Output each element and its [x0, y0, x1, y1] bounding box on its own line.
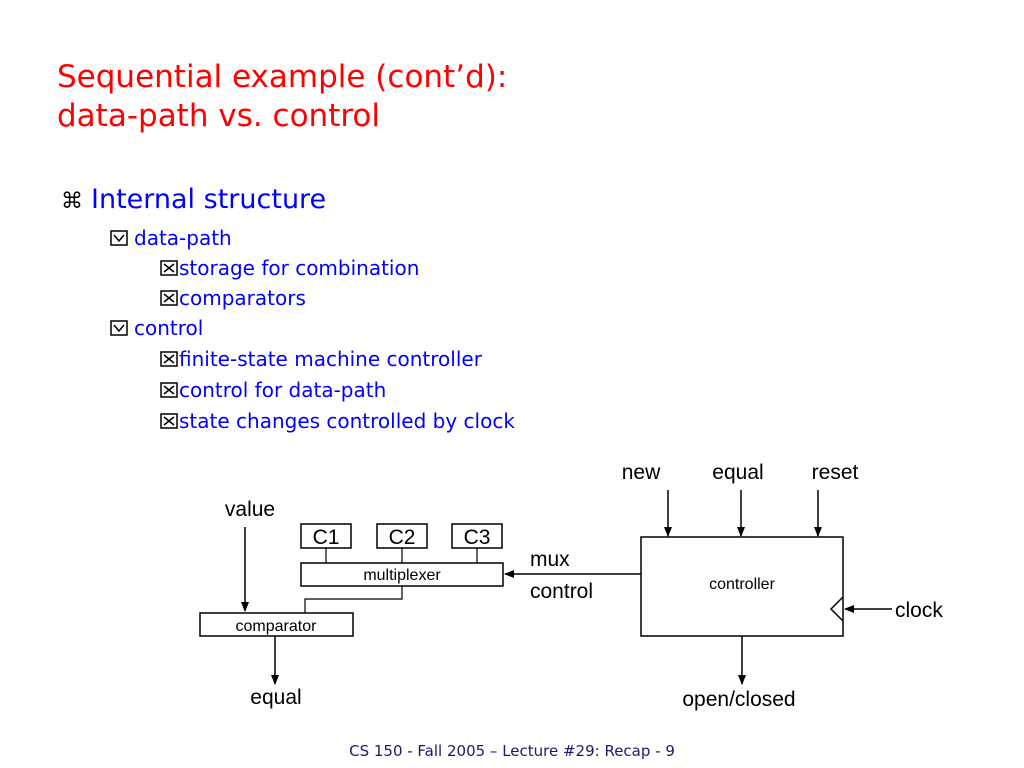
x-box-icon	[160, 413, 178, 429]
open-closed-label: open/closed	[682, 688, 795, 711]
comparator-box	[199, 612, 354, 637]
c2-label: C2	[389, 526, 416, 549]
x-box-icon	[160, 290, 178, 306]
comparator-label: comparator	[236, 618, 318, 635]
controller-label: controller	[709, 576, 775, 593]
chevron-box-icon	[110, 230, 128, 246]
title-line-2: data-path vs. control	[57, 98, 381, 134]
multiplexer-label: multiplexer	[363, 567, 441, 584]
c1-label: C1	[313, 526, 340, 549]
input-label-reset: reset	[812, 461, 859, 484]
bullet-fsm: finite-state machine controller	[160, 347, 482, 371]
bullet-label: control for data-path	[179, 378, 387, 402]
bullet-control: control	[110, 316, 203, 340]
bullet-label: data-path	[134, 226, 232, 250]
bullet-data-path: data-path	[110, 226, 232, 250]
c1-box	[300, 523, 352, 549]
x-box-icon	[160, 382, 178, 398]
equal-out-label: equal	[250, 686, 301, 709]
chevron-box-icon	[110, 320, 128, 336]
clock-label: clock	[895, 599, 943, 622]
c3-label: C3	[464, 526, 491, 549]
mux-to-comparator-line	[304, 586, 403, 613]
bullet-label: comparators	[179, 286, 306, 310]
mux-label: mux	[530, 548, 570, 571]
slide-title: Sequential example (cont’d): data-path v…	[57, 58, 507, 136]
bullet-label: state changes controlled by clock	[179, 409, 515, 433]
input-label-new: new	[622, 461, 661, 484]
control-label: control	[530, 580, 593, 603]
bullet-storage: storage for combination	[160, 256, 419, 280]
command-key-icon: ⌘	[61, 189, 83, 214]
bullet-heading-text: Internal structure	[91, 184, 327, 215]
bullet-control-datapath: control for data-path	[160, 378, 386, 402]
x-box-icon	[160, 351, 178, 367]
c2-box	[376, 523, 428, 549]
bullet-label: storage for combination	[179, 256, 420, 280]
x-box-icon	[160, 260, 178, 276]
bullet-comparators: comparators	[160, 286, 306, 310]
bullet-label: finite-state machine controller	[179, 347, 482, 371]
slide-footer: CS 150 - Fall 2005 – Lecture #29: Recap …	[349, 742, 675, 760]
clock-triangle	[829, 596, 844, 622]
bullet-label: control	[134, 316, 204, 340]
value-label: value	[225, 498, 275, 521]
title-line-1: Sequential example (cont’d):	[57, 59, 508, 95]
input-label-equal: equal	[712, 461, 763, 484]
bullet-state-changes: state changes controlled by clock	[160, 409, 515, 433]
bullet-internal-structure: ⌘ Internal structure	[61, 184, 326, 215]
